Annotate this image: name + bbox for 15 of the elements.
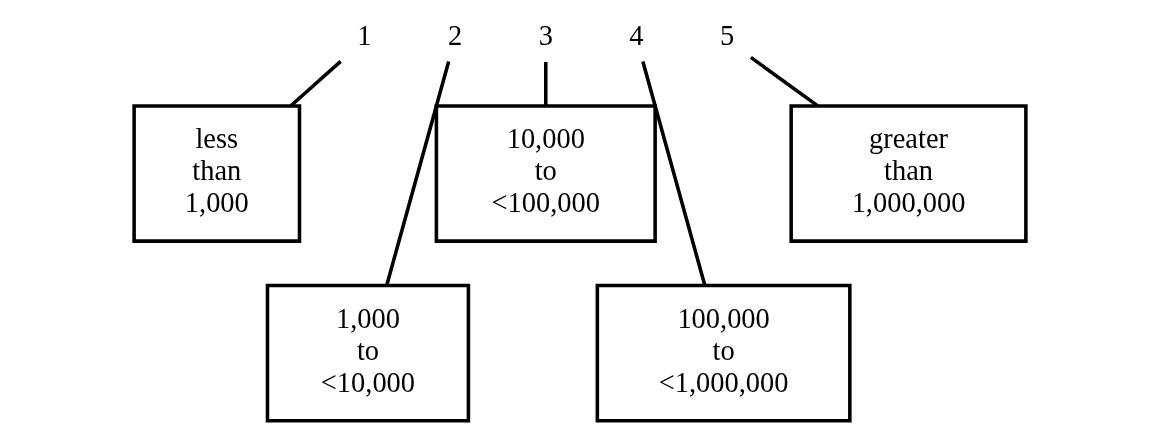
node-box: 1,000 to <10,000 [265,283,470,423]
connector [749,55,818,108]
connector [640,61,706,286]
node-box: 100,000 to <1,000,000 [595,283,852,423]
connector [543,61,548,106]
node-text: 2 [447,20,462,52]
node-box: greater than 1,000,000 [788,104,1028,243]
node-text: 5 [719,20,734,52]
node-text: 4 [628,20,644,52]
connector [289,60,342,108]
connector [384,61,450,286]
node-box: 10,000 to <100,000 [434,104,657,243]
node-text: 1 [356,20,371,52]
node-box: less than 1,000 [131,104,301,243]
node-text: 3 [538,20,553,52]
